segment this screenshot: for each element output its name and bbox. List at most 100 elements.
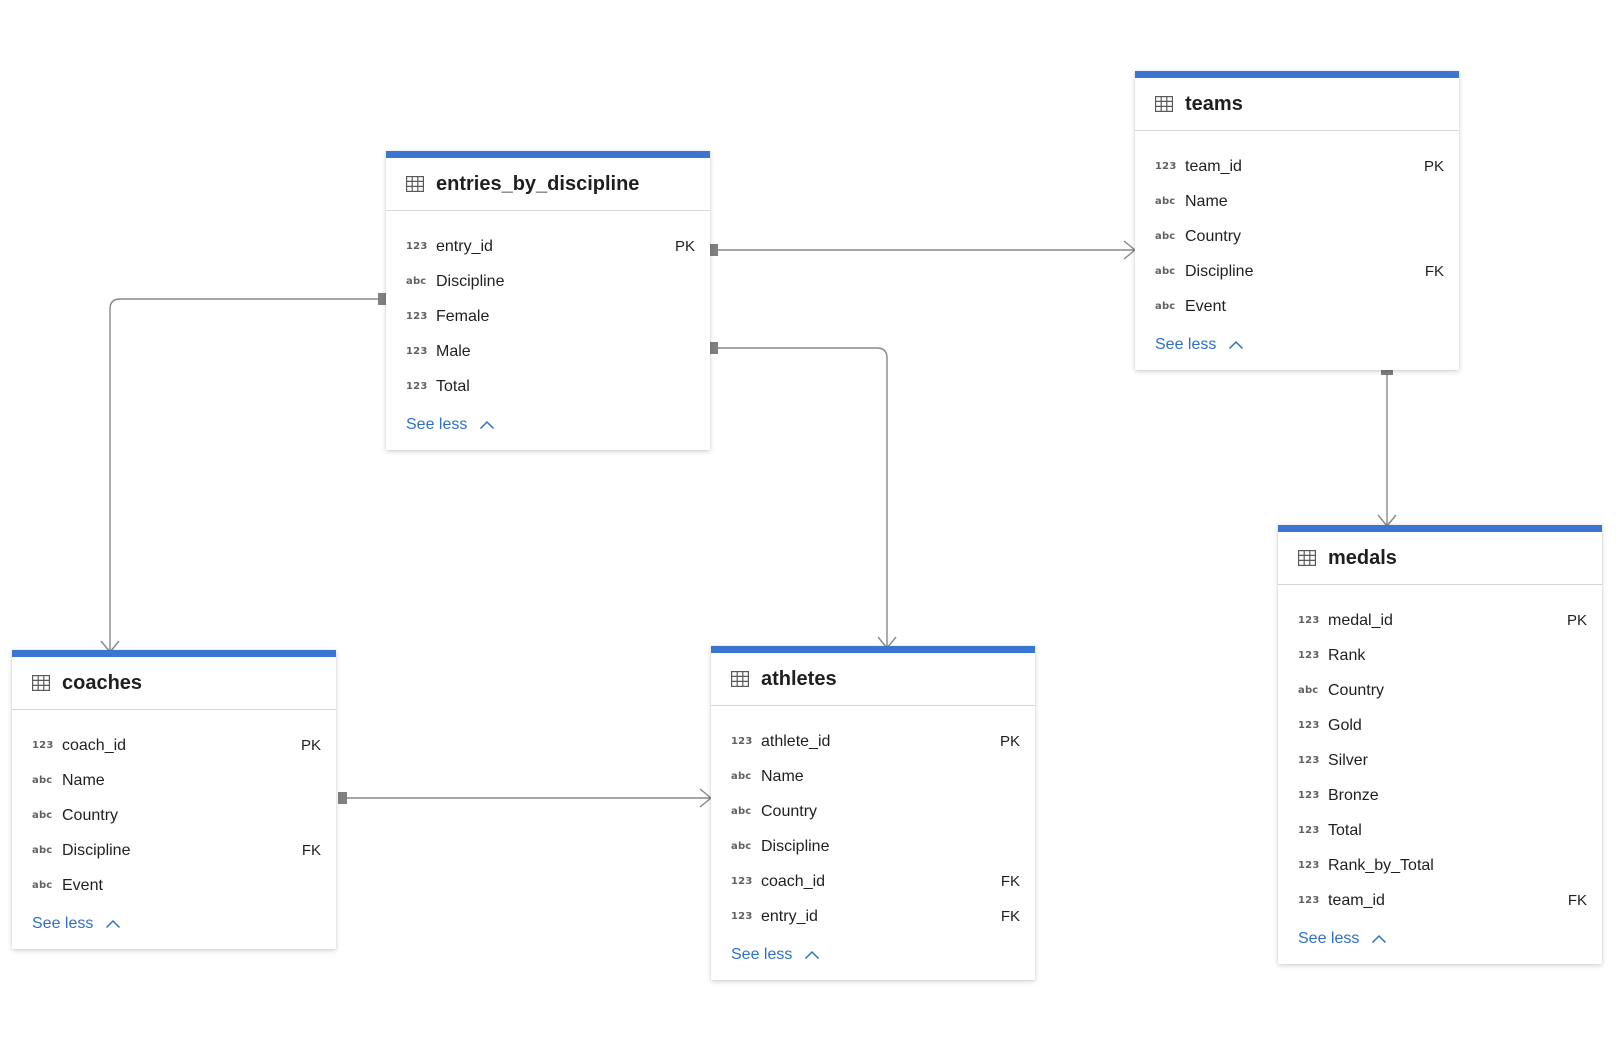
table-icon	[406, 176, 424, 192]
column-type-badge: 123	[731, 876, 753, 887]
chevron-up-icon	[479, 420, 495, 430]
column-type-badge: abc	[32, 810, 53, 821]
column-name: athlete_id	[761, 732, 831, 750]
column-name: Total	[1328, 821, 1362, 839]
see-less-link[interactable]: See less	[386, 404, 710, 446]
column-type-badge: 123	[1155, 161, 1177, 172]
relationship-line-entries-coaches[interactable]	[109, 298, 382, 652]
column-name: Country	[1185, 227, 1242, 245]
column-row[interactable]: 123 Bronze	[1278, 778, 1602, 813]
column-type-badge: 123	[1298, 615, 1320, 626]
column-key-badge: FK	[1000, 908, 1020, 925]
table-header[interactable]: medals	[1278, 532, 1602, 585]
column-type-badge: abc	[1298, 685, 1319, 696]
see-less-label: See less	[32, 915, 94, 932]
column-name: Male	[436, 342, 471, 360]
column-row[interactable]: abc Event	[1135, 289, 1459, 324]
relationship-arrowhead-icon	[1123, 240, 1137, 260]
column-type-badge: abc	[1155, 196, 1176, 207]
column-name: coach_id	[761, 872, 826, 890]
column-type-badge: 123	[731, 911, 753, 922]
chevron-up-icon	[1228, 340, 1244, 350]
column-row[interactable]: 123 Male	[386, 334, 710, 369]
table-icon	[1298, 550, 1316, 566]
table-icon	[32, 675, 50, 691]
column-type-badge: 123	[1298, 860, 1320, 871]
relationship-endpoint-square	[709, 342, 718, 354]
column-type-badge: 123	[32, 740, 54, 751]
column-type-badge: abc	[32, 775, 53, 786]
column-key-badge: PK	[999, 733, 1020, 750]
column-name: Discipline	[1185, 262, 1254, 280]
column-type-badge: 123	[1298, 895, 1320, 906]
column-type-badge: abc	[1155, 301, 1176, 312]
see-less-link[interactable]: See less	[1278, 918, 1602, 960]
table-header[interactable]: teams	[1135, 78, 1459, 131]
table-header[interactable]: coaches	[12, 657, 336, 710]
column-name: Name	[1185, 192, 1228, 210]
table-name: entries_by_discipline	[436, 172, 640, 195]
column-key-badge: FK	[301, 842, 321, 859]
column-row[interactable]: abc Name	[1135, 184, 1459, 219]
column-name: Bronze	[1328, 786, 1379, 804]
relationship-endpoint-square	[709, 244, 718, 256]
table-name: medals	[1328, 546, 1397, 569]
see-less-link[interactable]: See less	[711, 934, 1035, 976]
see-less-label: See less	[731, 946, 793, 963]
relationship-line-entries-athletes[interactable]	[714, 347, 888, 648]
see-less-link[interactable]: See less	[12, 903, 336, 945]
column-name: Event	[1185, 297, 1226, 315]
column-type-badge: abc	[32, 880, 53, 891]
chevron-up-icon	[105, 919, 121, 929]
column-row[interactable]: 123 coach_id FK	[711, 864, 1035, 899]
column-name: Discipline	[62, 841, 131, 859]
column-type-badge: 123	[1298, 790, 1320, 801]
column-type-badge: 123	[406, 346, 428, 357]
chevron-up-icon	[804, 950, 820, 960]
chevron-up-icon	[1371, 934, 1387, 944]
column-key-badge: PK	[674, 238, 695, 255]
column-type-badge: 123	[1298, 755, 1320, 766]
see-less-link[interactable]: See less	[1135, 324, 1459, 366]
see-less-label: See less	[1155, 336, 1217, 353]
table-header[interactable]: athletes	[711, 653, 1035, 706]
column-key-badge: FK	[1567, 892, 1587, 909]
table-header[interactable]: entries_by_discipline	[386, 158, 710, 211]
column-key-badge: FK	[1000, 873, 1020, 890]
column-name: Name	[761, 767, 804, 785]
column-type-badge: 123	[406, 381, 428, 392]
